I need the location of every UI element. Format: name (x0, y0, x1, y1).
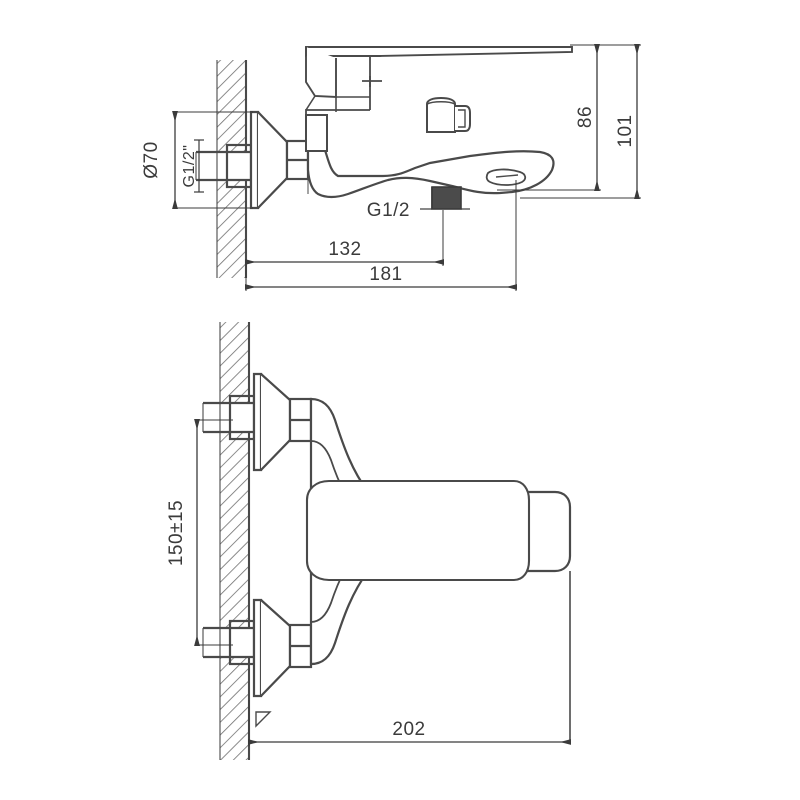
dim-outlet-thread: G1/2 (367, 200, 470, 221)
dim-label-outlet-thread: G1/2 (367, 200, 410, 221)
dim-202: 202 (248, 700, 571, 746)
hex-nut-lower-front (288, 623, 313, 669)
dim-label-inlet-thread: G1/2" (181, 145, 198, 188)
diverter-knob-side (426, 96, 471, 133)
cartridge-housing-side (305, 109, 370, 152)
dimensions-front-view: 150±15 202 (166, 419, 571, 746)
dim-86: 86 (497, 44, 601, 191)
dim-label-132: 132 (328, 239, 361, 260)
front-view-group (202, 322, 572, 760)
escutcheon-cone-side (249, 110, 289, 210)
hex-nut-upper-front (288, 397, 313, 443)
side-view-group (195, 46, 573, 278)
dim-label-diameter-70: Ø70 (141, 141, 162, 178)
lever-handle-front (305, 479, 531, 582)
escutcheon-cone-upper-front (252, 372, 292, 472)
dim-101: 101 (520, 44, 641, 199)
wall-break-tick (255, 711, 272, 728)
dim-132: 132 (245, 210, 444, 266)
hex-nut-side (285, 139, 310, 181)
dim-diameter-70: Ø70 (141, 111, 253, 209)
dim-label-101: 101 (615, 114, 636, 147)
inlet-connector-side (195, 143, 260, 189)
shower-outlet-side (431, 186, 462, 210)
wall-section-front (219, 322, 251, 760)
wall-section-side (216, 60, 248, 278)
lever-handle-side (305, 46, 573, 112)
dim-label-86: 86 (575, 106, 596, 128)
dim-label-202: 202 (392, 719, 425, 740)
mixer-body-side (306, 134, 555, 199)
dim-label-181: 181 (369, 264, 402, 285)
dim-181: 181 (245, 180, 517, 291)
spout-aerator-side (485, 168, 527, 186)
dim-inlet-thread: G1/2" (181, 139, 204, 193)
dim-label-150pm15: 150±15 (166, 500, 187, 566)
dim-150pm15: 150±15 (166, 419, 233, 646)
escutcheon-cone-lower-front (252, 598, 292, 698)
dimensions-side-view: Ø70 G1/2" G1/2 132 181 (141, 44, 641, 291)
